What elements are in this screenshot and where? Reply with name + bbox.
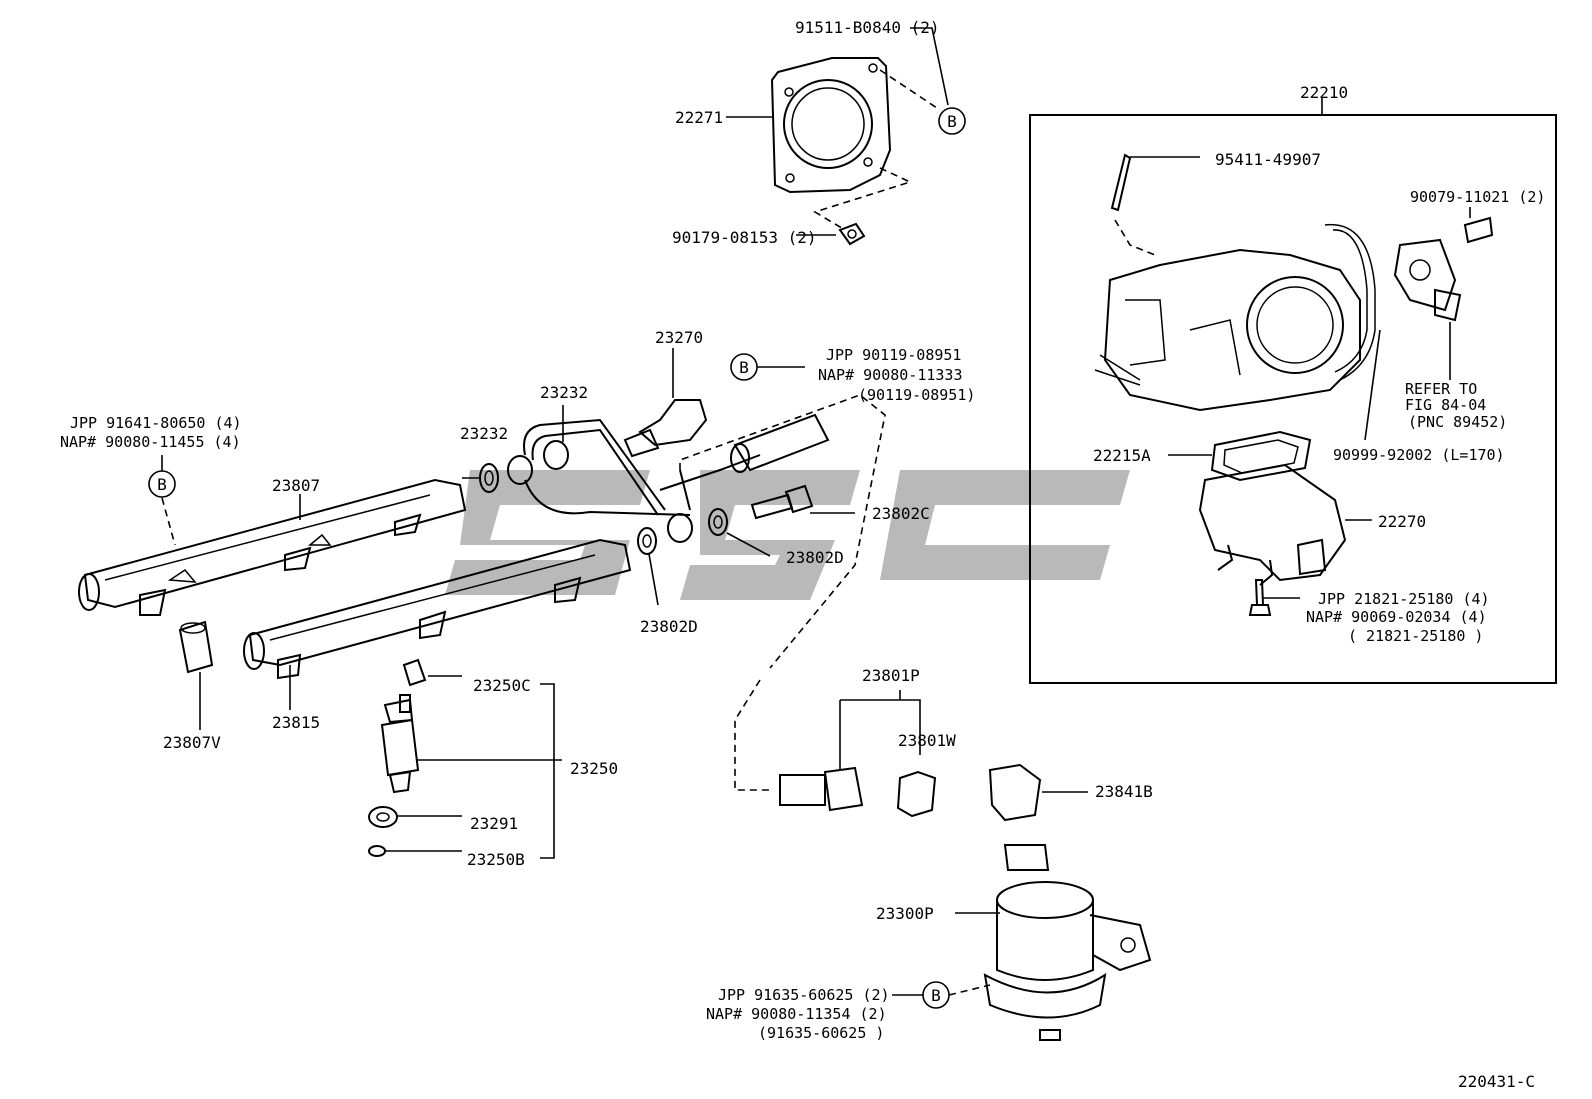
label-23232-b: 23232: [460, 424, 508, 443]
label-refer2: FIG 84-04: [1405, 396, 1486, 414]
label-22210: 22210: [1300, 83, 1348, 102]
label-23801p: 23801P: [862, 666, 920, 685]
svg-text:B: B: [157, 475, 167, 494]
hose-connector-23801p: [779, 766, 864, 812]
label-jpp-rail: JPP 91641-80650 (4): [70, 414, 242, 432]
label-22215a: 22215A: [1093, 446, 1151, 465]
pressure-damper: [623, 399, 708, 458]
label-90179: 90179-08153 (2): [672, 228, 817, 247]
label-22270: 22270: [1378, 512, 1426, 531]
label-23300p: 23300P: [876, 904, 934, 923]
label-nap-reg: NAP# 90080-11354 (2): [706, 1005, 887, 1023]
gasket-nut: [838, 222, 866, 246]
figure-code: 220431-C: [1458, 1072, 1535, 1091]
label-nap-rail: NAP# 90080-11455 (4): [60, 433, 241, 451]
fuel-injector: [368, 658, 427, 857]
label-23841b: 23841B: [1095, 782, 1153, 801]
label-23270: 23270: [655, 328, 703, 347]
fuel-rail-23815: [243, 538, 632, 680]
label-23815: 23815: [272, 713, 320, 732]
label-23802c: 23802C: [872, 504, 930, 523]
throttle-gasket: [770, 57, 892, 194]
label-90079: 90079-11021 (2): [1410, 188, 1545, 206]
label-23232-a: 23232: [540, 383, 588, 402]
label-23807v: 23807V: [163, 733, 221, 752]
washer-23802d-b: [708, 508, 728, 536]
label-refer3: (PNC 89452): [1408, 413, 1507, 431]
label-jpp-reg: JPP 91635-60625 (2): [718, 986, 890, 1004]
washer-23802d-a: [637, 527, 657, 555]
screw-90079: [1463, 216, 1494, 244]
label-nap-bolt: NAP# 90080-11333: [818, 366, 963, 384]
label-nap-isc: NAP# 90069-02034 (4): [1306, 608, 1487, 626]
callout-b-gasket: B: [938, 107, 966, 135]
vacuum-hose-95411: [1110, 153, 1132, 212]
label-90999: 90999-92002 (L=170): [1333, 446, 1505, 464]
label-23250: 23250: [570, 759, 618, 778]
label-alt-isc: ( 21821-25180 ): [1348, 627, 1483, 645]
union-bolt-23802c: [750, 484, 814, 520]
label-23291: 23291: [470, 814, 518, 833]
callout-b-rail: B: [148, 470, 176, 498]
label-22271: 22271: [675, 108, 723, 127]
label-jpp-isc: JPP 21821-25180 (4): [1318, 590, 1490, 608]
label-23807: 23807: [272, 476, 320, 495]
label-23250b: 23250B: [467, 850, 525, 869]
isc-gasket-22215a: [1210, 430, 1312, 482]
fuel-delivery-pipe: [507, 418, 761, 543]
insulator-23807v: [178, 620, 214, 674]
label-23802d-b: 23802D: [640, 617, 698, 636]
label-23801w: 23801W: [898, 731, 956, 750]
svg-text:B: B: [931, 986, 941, 1005]
fuel-hose: [730, 413, 830, 473]
isc-screw: [1248, 579, 1272, 616]
label-23802d-a: 23802D: [786, 548, 844, 567]
svg-text:B: B: [947, 112, 957, 131]
callout-b-pipe: B: [730, 353, 758, 381]
watermark-logo: [445, 470, 1130, 600]
fuel-rail-23807: [78, 478, 467, 616]
label-91511: 91511-B0840 (2): [795, 18, 940, 37]
throttle-position-sensor: [1393, 238, 1462, 322]
label-alt-bolt: (90119-08951): [858, 386, 975, 404]
label-refer1: REFER TO: [1405, 380, 1477, 398]
label-alt-reg: (91635-60625 ): [758, 1024, 884, 1042]
label-95411: 95411-49907: [1215, 150, 1321, 169]
svg-text:B: B: [739, 358, 749, 377]
callout-b-regulator: B: [922, 981, 950, 1009]
label-23250c: 23250C: [473, 676, 531, 695]
isc-valve-22270: [1198, 463, 1347, 586]
throttle-body: [1094, 248, 1361, 412]
retainer-clip-23801w: [896, 770, 937, 818]
fuel-pressure-regulator: [983, 844, 1152, 1041]
label-jpp-bolt: JPP 90119-08951: [826, 346, 961, 364]
connector-23841b: [988, 763, 1042, 822]
throttle-body-frame: [1029, 114, 1557, 684]
